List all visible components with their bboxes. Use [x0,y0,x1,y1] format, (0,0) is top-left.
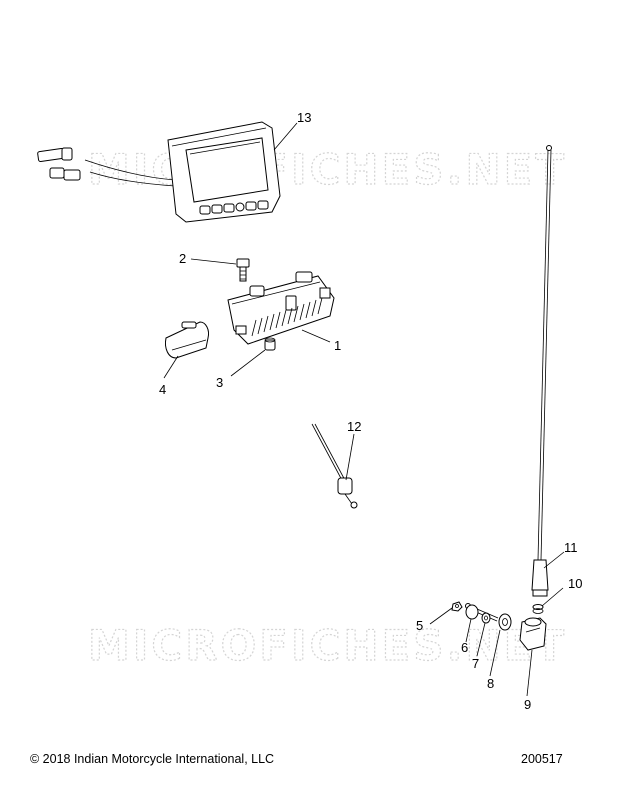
callout-6: 6 [461,640,468,655]
callout-5: 5 [416,618,423,633]
control-module-part[interactable] [227,271,335,345]
flat-washer-part[interactable] [465,604,479,620]
document-number: 200517 [521,752,563,766]
watermark-top: MICROFICHES.NET [88,145,567,194]
display-unit-part[interactable] [37,121,281,223]
callout-2: 2 [179,251,186,266]
callout-3: 3 [216,375,223,390]
cover-part[interactable] [165,321,209,359]
antenna-base-part[interactable] [519,617,547,651]
stud-part[interactable] [465,603,512,631]
callouts: 13 2 1 3 4 12 11 10 5 6 7 8 9 [159,110,582,712]
small-nut-part[interactable] [451,601,463,612]
callout-12: 12 [347,419,361,434]
callout-1: 1 [334,338,341,353]
nut-part[interactable] [264,337,276,351]
callout-11: 11 [564,540,578,555]
washer-part[interactable] [481,612,491,624]
cable-tie-part[interactable] [311,423,358,509]
callout-8: 8 [487,676,494,691]
callout-7: 7 [472,656,479,671]
copyright-text: © 2018 Indian Motorcycle International, … [30,752,275,766]
o-ring-part[interactable] [532,604,544,614]
callout-10: 10 [568,576,582,591]
leader-lines [163,122,565,697]
watermark-bottom: MICROFICHES.NET [88,621,567,670]
bolt-part[interactable] [236,258,250,282]
callout-9: 9 [524,697,531,712]
antenna-part[interactable] [531,145,552,597]
callout-4: 4 [159,382,166,397]
display-buttons [199,200,269,215]
callout-13: 13 [297,110,311,125]
